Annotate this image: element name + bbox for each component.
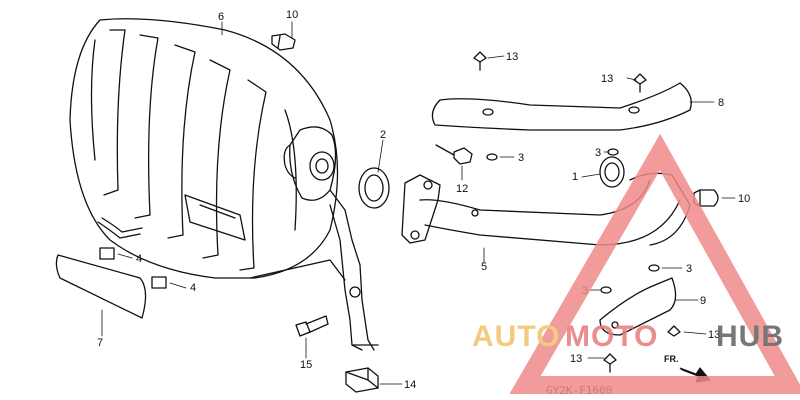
front-marker: FR.	[664, 354, 679, 364]
label-6: 6	[218, 11, 224, 23]
label-2: 2	[380, 129, 386, 141]
watermark-moto: MOTO	[565, 320, 658, 353]
label-12: 12	[456, 183, 468, 195]
washer-2	[607, 148, 619, 156]
heat-guard-plate	[55, 254, 147, 319]
label-10-right: 10	[738, 193, 750, 205]
heat-shield-upper	[431, 82, 692, 131]
screw-13-upper-right	[633, 73, 647, 93]
label-13-b: 13	[601, 73, 613, 85]
gasket-ring	[358, 167, 390, 209]
label-1: 1	[572, 171, 578, 183]
label-14: 14	[404, 379, 416, 391]
watermark-logo: AUTO MOTO HUB	[472, 133, 800, 394]
label-9: 9	[700, 295, 706, 307]
label-13-a: 13	[506, 51, 518, 63]
label-5: 5	[481, 261, 487, 273]
washer-3	[648, 264, 660, 272]
muffler-body	[69, 18, 339, 279]
bolt-flange	[435, 144, 473, 165]
gasket-small	[599, 156, 625, 188]
label-8: 8	[718, 97, 724, 109]
label-15: 15	[300, 359, 312, 371]
rubber-mount	[345, 367, 379, 393]
bolt-long	[295, 315, 329, 337]
label-13-c: 13	[708, 329, 720, 341]
tail-pipe-stub	[97, 221, 141, 239]
rubber-block-upper	[99, 247, 115, 260]
label-13-d: 13	[570, 353, 582, 365]
label-10-top: 10	[286, 9, 298, 21]
washer-4	[600, 286, 612, 294]
heat-shield-lower	[599, 277, 677, 336]
label-4-a: 4	[136, 253, 142, 265]
screw-13-lower-right	[667, 325, 681, 337]
label-3-b: 3	[595, 147, 601, 159]
label-4-b: 4	[190, 282, 196, 294]
screw-13-lower	[603, 353, 617, 373]
watermark-hub: HUB	[716, 320, 784, 353]
rubber-block-lower	[151, 276, 167, 289]
label-7: 7	[97, 337, 103, 349]
bolt-top	[271, 33, 296, 51]
label-3-a: 3	[518, 152, 524, 164]
watermark-auto: AUTO	[472, 320, 560, 353]
muffler-bracket	[249, 189, 379, 351]
label-3-c: 3	[686, 263, 692, 275]
screw-13-upper-left	[473, 51, 487, 71]
washer-1	[486, 153, 498, 161]
